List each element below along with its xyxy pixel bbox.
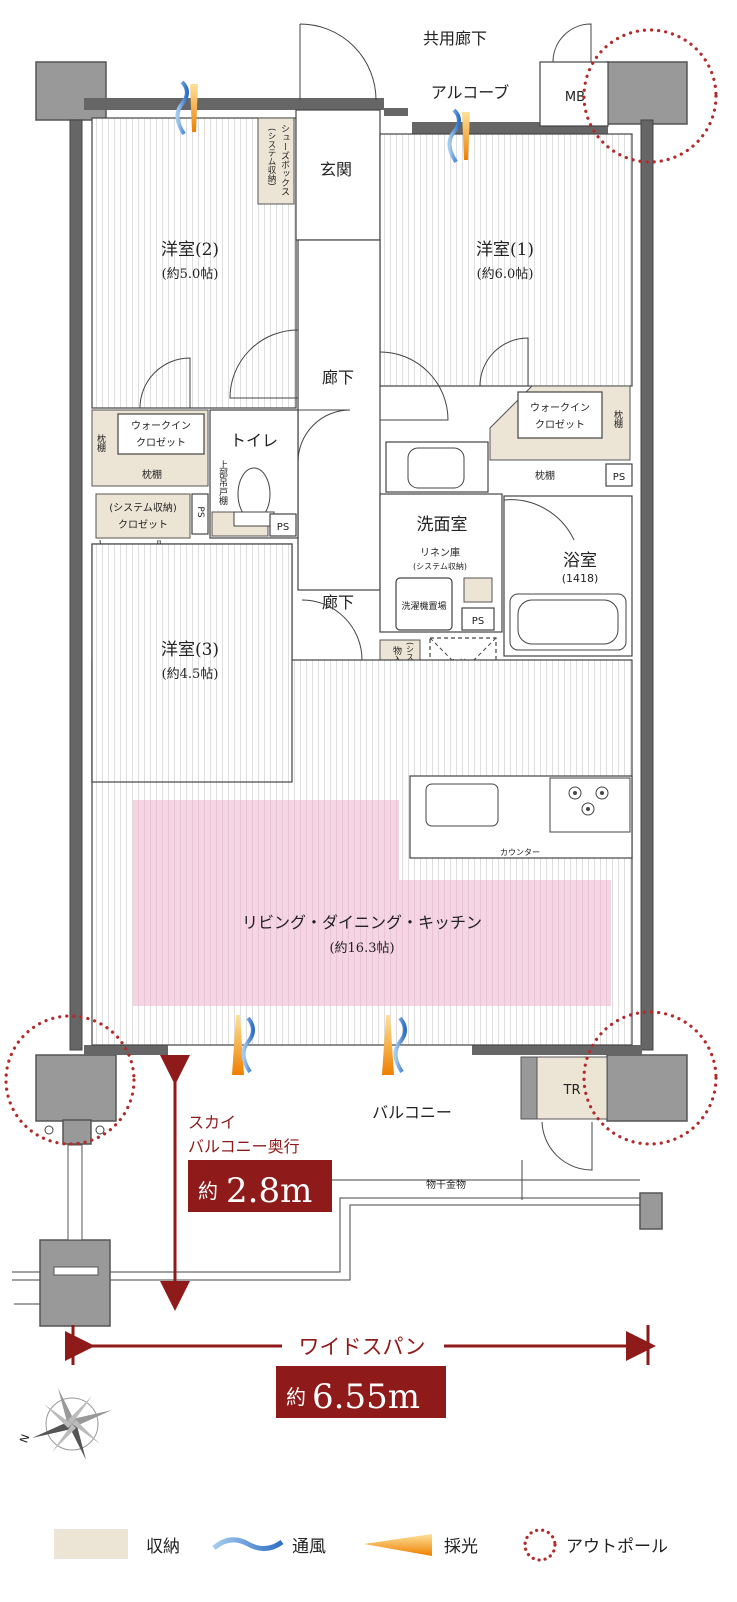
toilet-cabinet-label: 上部吊戸棚 xyxy=(217,460,228,506)
shelf-right-b: 枕棚 xyxy=(535,469,555,482)
legend-storage-swatch xyxy=(54,1529,128,1559)
ldk-highlight xyxy=(133,800,399,1006)
ldk-size: (約16.3帖) xyxy=(329,941,394,956)
meter-box xyxy=(539,61,609,127)
ldk-name: リビング・ダイニング・キッチン xyxy=(242,913,482,932)
room-2-name: 洋室(2) xyxy=(161,240,219,260)
pillar-top-right xyxy=(606,61,688,125)
shelf-right-a: 枕棚 xyxy=(612,409,623,429)
hallway-label-top: 廊下 xyxy=(322,368,354,387)
sky-depth-prefix: 約 xyxy=(198,1179,218,1203)
pillar-balcony-right xyxy=(639,1192,663,1230)
pillar-bottom-right xyxy=(606,1054,688,1122)
mb-label: MB xyxy=(565,90,585,105)
shoebox-label-2: (システム収納) xyxy=(266,128,276,186)
room-1-size: (約6.0帖) xyxy=(477,267,534,282)
closet-3-label-2: クロゼット xyxy=(118,519,168,531)
wic-left-label-1: ウォークイン xyxy=(131,420,191,432)
balcony-label: バルコニー xyxy=(372,1103,452,1122)
room-1 xyxy=(379,133,633,387)
sky-depth-box xyxy=(188,1160,332,1212)
shelf-left-b: 枕棚 xyxy=(142,468,162,481)
legend-outpole-icon xyxy=(523,1528,557,1562)
span-box xyxy=(276,1366,446,1418)
legend-storage-label: 収納 xyxy=(146,1537,180,1557)
washroom-label: 洗面室 xyxy=(417,515,468,535)
tr-door[interactable] xyxy=(541,1121,593,1171)
entrance xyxy=(295,109,381,241)
outpole-bottom-right xyxy=(582,1010,718,1146)
shelf-left-a: 枕棚 xyxy=(95,433,106,453)
compass-n-label: N xyxy=(17,1433,32,1445)
corridor-label: 共用廊下 xyxy=(423,29,487,48)
hallway-label-mid: 廊下 xyxy=(322,593,354,612)
wic-right-label-2: クロゼット xyxy=(535,419,585,431)
wide-span-label: ワイドスパン xyxy=(298,1335,425,1359)
room-2-size: (約5.0帖) xyxy=(162,267,219,282)
tr-label: TR xyxy=(563,1083,581,1098)
pillar-lower-left xyxy=(39,1239,111,1327)
bath-size: (1418) xyxy=(562,572,599,585)
toilet-label: トイレ xyxy=(230,431,278,450)
svg-text:(約4.5帖): (約4.5帖) xyxy=(162,667,219,682)
linen-label-1: リネン庫 xyxy=(420,546,460,559)
sink xyxy=(425,783,499,827)
ps-1: PS xyxy=(277,522,289,533)
legend-lighting-icon xyxy=(364,1534,432,1556)
ps-3: PS xyxy=(613,472,625,483)
ps-4: PS xyxy=(472,616,484,627)
legend-outpole-label: アウトポール xyxy=(566,1537,668,1557)
svg-text:洋室(3): 洋室(3) xyxy=(161,640,219,660)
pillar-balcony-left xyxy=(62,1119,92,1145)
linen-label-2: (システム収納) xyxy=(413,561,467,571)
sky-balcony-label-2: バルコニー奥行 xyxy=(188,1137,300,1156)
wic-left-label-2: クロゼット xyxy=(136,437,186,449)
washer-label: 洗濯機置場 xyxy=(401,600,446,612)
counter-label: カウンター xyxy=(500,848,540,857)
legend-lighting-label: 採光 xyxy=(444,1537,478,1557)
span-value: 6.55m xyxy=(312,1377,420,1417)
wic-right-label-1: ウォークイン xyxy=(530,402,590,414)
vent-light-icon-ldk-right xyxy=(382,1015,407,1075)
outpole-top-right xyxy=(582,28,718,164)
drying-rack-label: 物干金物 xyxy=(426,1178,466,1191)
shoebox xyxy=(257,117,295,205)
bath-door[interactable] xyxy=(503,499,575,541)
linen-storage xyxy=(463,577,493,603)
outpole-bottom-left xyxy=(4,1014,136,1146)
trunk-room xyxy=(536,1056,608,1120)
shoebox-label-1: シューズボックス xyxy=(279,124,290,196)
closet-3-label-1: (システム収納) xyxy=(109,501,177,514)
room-1-door[interactable] xyxy=(379,351,449,421)
legend-ventilation-label: 通風 xyxy=(292,1537,326,1557)
small-storage-label-1: 物入 xyxy=(391,645,402,664)
closet-room-3 xyxy=(95,493,191,539)
ps-2: PS xyxy=(195,506,205,517)
entrance-label: 玄関 xyxy=(320,160,352,179)
pillar-bottom-left xyxy=(35,1054,117,1122)
sky-depth-value: 2.8m xyxy=(226,1171,312,1211)
room-2-door[interactable] xyxy=(229,329,299,399)
hallway xyxy=(297,239,381,591)
wic-left-door[interactable] xyxy=(139,357,191,409)
pillar-top-left xyxy=(35,61,107,121)
wic-right-door[interactable] xyxy=(479,337,529,387)
bath-label: 浴室 xyxy=(563,551,597,571)
sky-balcony-label-1: スカイ xyxy=(188,1113,236,1132)
span-prefix: 約 xyxy=(286,1385,306,1409)
washer-space xyxy=(395,577,453,631)
room-1-name: 洋室(1) xyxy=(476,240,534,260)
outer-wall xyxy=(69,119,83,1051)
legend-ventilation-icon xyxy=(212,1537,284,1551)
vent-light-icon-room1 xyxy=(447,108,470,164)
compass-icon xyxy=(32,1388,112,1460)
vent-light-icon-ldk-left xyxy=(232,1015,255,1075)
entrance-door[interactable] xyxy=(299,23,377,101)
vent-light-icon-room2 xyxy=(175,80,198,136)
alcove-label: アルコーブ xyxy=(431,83,510,102)
toilet-door[interactable] xyxy=(297,409,351,463)
room-3-door[interactable] xyxy=(301,599,363,661)
